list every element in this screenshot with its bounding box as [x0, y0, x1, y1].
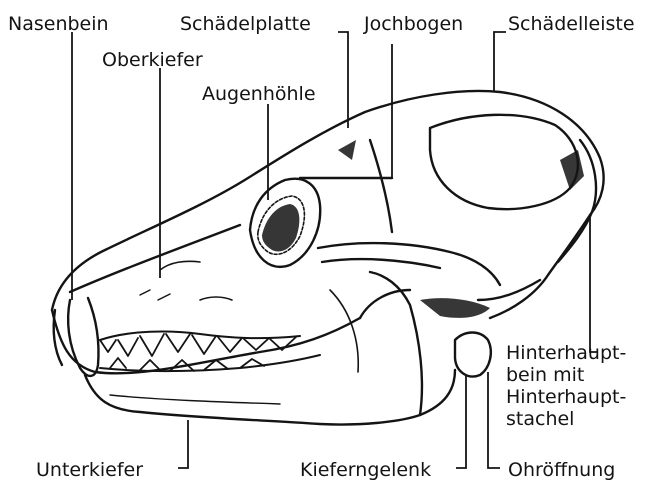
- lower-teeth: [100, 355, 320, 371]
- leader-jochbogen: [380, 44, 392, 178]
- leader-ohroeffnung: [488, 372, 500, 468]
- leader-schaedelleiste: [494, 32, 506, 92]
- label-hinterhauptbein-line-4: stachel: [506, 408, 653, 430]
- nasal-bridge: [70, 225, 240, 292]
- label-ohroeffnung: Ohröffnung: [508, 460, 615, 480]
- label-augenhoehle: Augenhöhle: [202, 84, 316, 104]
- mandible-ramus: [370, 272, 422, 415]
- label-hinterhauptbein: Hinterhaupt- bein mit Hinterhaupt- stach…: [506, 342, 653, 430]
- label-unterkiefer: Unterkiefer: [36, 460, 143, 480]
- leader-hinterhauptbein: [590, 214, 598, 352]
- label-kiefergelenk: Kieferngelenk: [300, 460, 431, 480]
- zygomatic-arch: [318, 243, 500, 285]
- jaw-joint-region: [455, 333, 491, 377]
- label-jochbogen: Jochbogen: [364, 14, 463, 34]
- label-schaedelplatte: Schädelplatte: [180, 14, 311, 34]
- label-hinterhauptbein-line-2: bein mit: [506, 364, 653, 386]
- label-hinterhauptbein-line-1: Hinterhaupt-: [506, 342, 653, 364]
- label-nasenbein: Nasenbein: [8, 14, 109, 34]
- leader-unterkiefer: [178, 420, 188, 468]
- leader-schaedelplatte: [338, 32, 348, 128]
- canine: [68, 298, 98, 376]
- label-hinterhauptbein-line-3: Hinterhaupt-: [506, 386, 653, 408]
- leader-kiefergelenk: [456, 376, 466, 468]
- label-schaedelleiste: Schädelleiste: [508, 14, 635, 34]
- label-oberkiefer: Oberkiefer: [102, 50, 203, 70]
- skull-outline: [52, 91, 604, 318]
